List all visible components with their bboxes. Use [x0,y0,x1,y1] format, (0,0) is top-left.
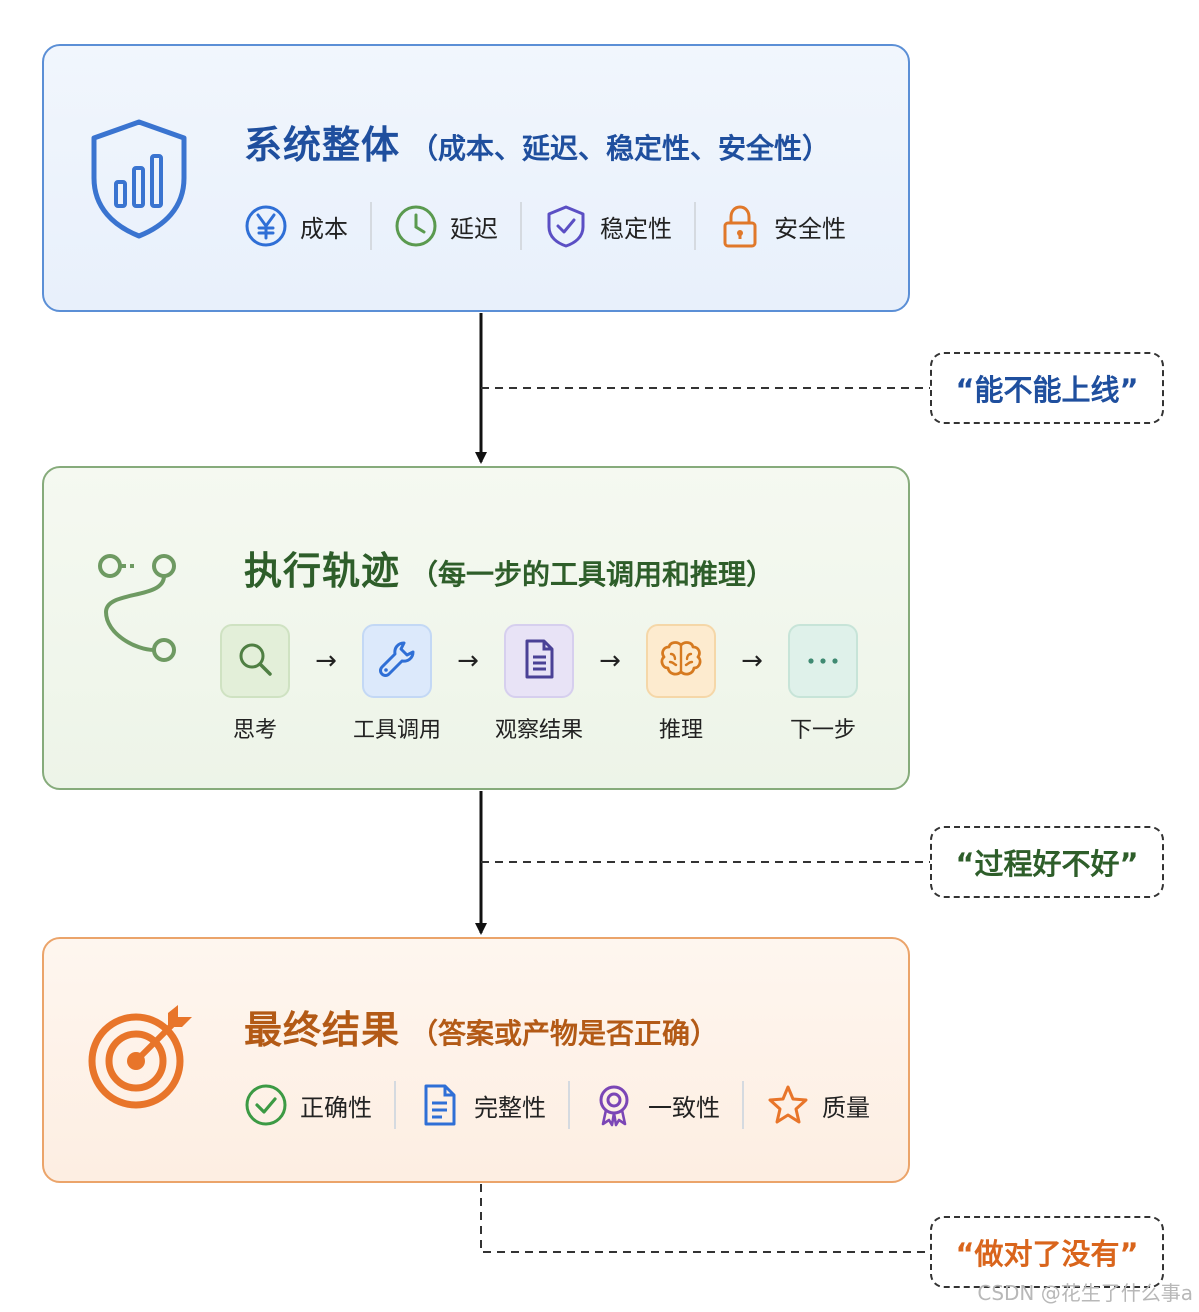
metric-quality-label: 质量 [822,1093,870,1122]
callout-correct: “做对了没有” [930,1216,1164,1288]
metric-quality: 质量 [766,1083,870,1127]
shield-chart-icon [84,116,194,244]
step-observe: 观察结果 [495,624,583,744]
system-title-row: 系统整体 （成本、延迟、稳定性、安全性） [244,114,830,169]
system-title: 系统整体 [244,123,401,167]
metric-consistency: 一致性 [592,1083,720,1127]
metric-security-label: 安全性 [774,214,846,243]
metric-cost: 成本 [244,204,348,248]
callout-process: “过程好不好” [930,826,1164,898]
result-metrics: 正确性 完整性 一致性 质量 [244,1081,870,1129]
document-icon [418,1083,462,1127]
metric-consistency-label: 一致性 [648,1093,720,1122]
step-next: 下一步 [786,624,860,744]
trajectory-steps: 思考 → 工具调用 → 观察结果 → 推理 → 下一步 [218,624,860,744]
divider [694,202,696,250]
lock-icon [718,204,762,248]
step-arrow: → [315,646,337,676]
step-tool-call-box [362,624,432,698]
metric-correctness-label: 正确性 [300,1093,372,1122]
step-reason: 推理 [644,624,718,744]
step-arrow: → [457,646,479,676]
step-tool-call: 工具调用 [353,624,441,744]
metric-cost-label: 成本 [300,214,348,243]
metric-completeness-label: 完整性 [474,1093,546,1122]
trajectory-title-row: 执行轨迹 （每一步的工具调用和推理） [244,540,774,595]
yen-icon [244,204,288,248]
badge-icon [592,1083,636,1127]
step-next-label: 下一步 [789,718,856,743]
trajectory-panel: 执行轨迹 （每一步的工具调用和推理） 思考 → 工具调用 → 观察结果 → [42,466,910,790]
metric-completeness: 完整性 [418,1083,546,1127]
step-think: 思考 [218,624,292,744]
step-observe-box [504,624,574,698]
divider [520,202,522,250]
metric-latency-label: 延迟 [450,214,498,243]
step-tool-call-label: 工具调用 [353,718,442,743]
step-reason-box [646,624,716,698]
divider [370,202,372,250]
result-title-row: 最终结果 （答案或产物是否正确） [244,999,718,1054]
target-icon [84,1001,196,1117]
callout-deploy: “能不能上线” [930,352,1164,424]
metric-latency: 延迟 [394,204,498,248]
system-panel: 系统整体 （成本、延迟、稳定性、安全性） 成本 延迟 稳定性 [42,44,910,312]
system-metrics: 成本 延迟 稳定性 安全性 [244,202,846,250]
system-subtitle: （成本、延迟、稳定性、安全性） [410,132,831,165]
divider [394,1081,396,1129]
step-reason-label: 推理 [658,718,703,743]
metric-stability: 稳定性 [544,204,672,248]
path-icon [96,550,180,670]
document-icon [519,638,559,684]
result-title: 最终结果 [244,1008,401,1052]
trajectory-title: 执行轨迹 [244,549,401,593]
divider [742,1081,744,1129]
step-arrow: → [741,646,763,676]
wrench-icon [376,638,418,684]
clock-icon [394,204,438,248]
metric-correctness: 正确性 [244,1083,372,1127]
metric-security: 安全性 [718,204,846,248]
search-icon [235,639,275,683]
step-think-label: 思考 [232,718,277,743]
ellipsis-icon [803,652,843,671]
metric-stability-label: 稳定性 [600,214,672,243]
trajectory-subtitle: （每一步的工具调用和推理） [410,558,775,591]
divider [568,1081,570,1129]
step-next-box [788,624,858,698]
check-circle-icon [244,1083,288,1127]
result-subtitle: （答案或产物是否正确） [410,1017,719,1050]
watermark: CSDN @花生了什么事a [977,1281,1193,1305]
step-observe-label: 观察结果 [495,718,584,743]
brain-icon [658,639,704,683]
star-icon [766,1083,810,1127]
dash-line-3 [480,1184,930,1253]
shield-check-icon [544,204,588,248]
step-arrow: → [599,646,621,676]
step-think-box [220,624,290,698]
result-panel: 最终结果 （答案或产物是否正确） 正确性 完整性 一致性 [42,937,910,1183]
